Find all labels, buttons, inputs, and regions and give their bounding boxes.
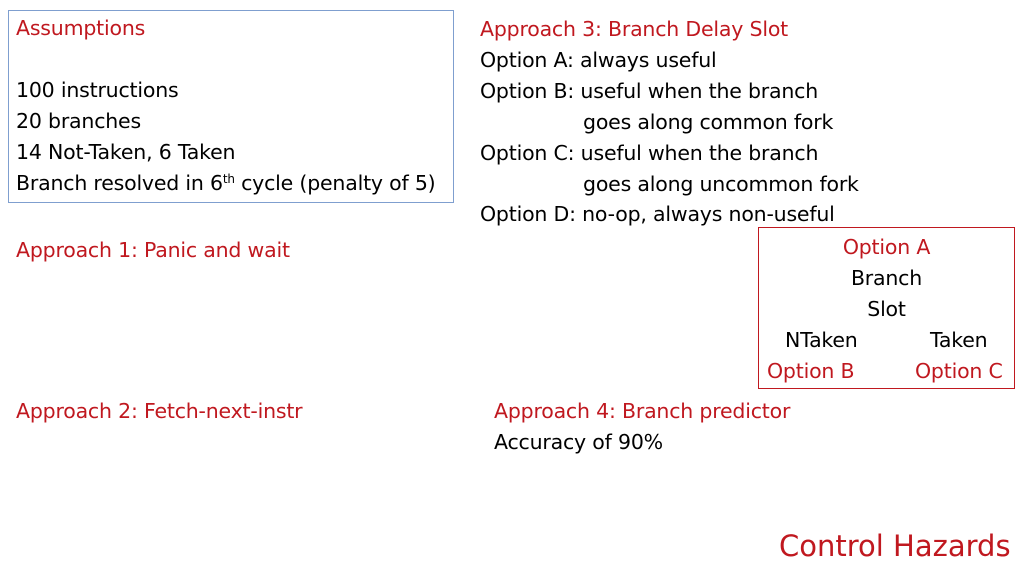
optbox-slot: Slot [867,297,906,321]
assumption-branch-resolved: Branch resolved in 6th cycle (penalty of… [16,168,436,199]
approach3-option-d: Option D: no-op, always non-useful [480,202,835,226]
approach3-option-a: Option A: always useful [480,48,717,72]
assumption-taken-split: 14 Not-Taken, 6 Taken [16,140,236,164]
optbox-branch: Branch [850,266,923,290]
approach3-option-b-line2: goes along common fork [583,110,834,134]
optbox-option-a: Option A [842,235,931,259]
approach4-accuracy: Accuracy of 90% [494,430,663,454]
assumptions-title: Assumptions [16,16,146,40]
approach1-title: Approach 1: Panic and wait [16,238,290,262]
branch-resolved-ordinal: th [222,172,235,186]
optbox-taken: Taken [930,328,988,352]
approach3-option-c-line2: goes along uncommon fork [583,172,859,196]
branch-resolved-suffix: cycle (penalty of 5) [234,171,436,195]
branch-slot-option-box [758,227,1015,389]
optbox-option-b: Option B [767,359,855,383]
branch-resolved-prefix: Branch resolved in 6 [16,171,223,195]
assumptions-box [8,10,454,203]
approach3-option-b-line1: Option B: useful when the branch [480,79,819,103]
optbox-option-c: Option C [915,359,1003,383]
approach2-title: Approach 2: Fetch-next-instr [16,399,303,423]
approach3-title: Approach 3: Branch Delay Slot [480,17,788,41]
optbox-ntaken: NTaken [785,328,858,352]
approach3-option-c-line1: Option C: useful when the branch [480,141,819,165]
approach4-title: Approach 4: Branch predictor [494,399,791,423]
assumption-instructions: 100 instructions [16,78,179,102]
assumption-branches: 20 branches [16,109,141,133]
slide-title-control-hazards: Control Hazards [779,529,1011,563]
